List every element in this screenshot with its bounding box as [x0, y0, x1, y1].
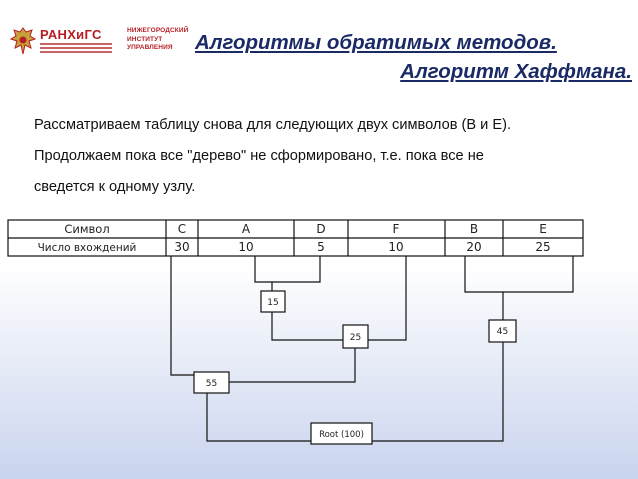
- slide-title-line-2: Алгоритм Хаффмана.: [400, 60, 632, 83]
- institute-line-3: УПРАВЛЕНИЯ: [127, 44, 173, 52]
- ranepa-logo: РАНХиГС: [10, 26, 116, 56]
- body-paragraph-1: Рассматриваем таблицу снова для следующи…: [34, 117, 512, 133]
- body-paragraph-2: Продолжаем пока все "дерево" не сформиро…: [34, 148, 484, 164]
- ranepa-logo-subtitle: [40, 43, 112, 55]
- table-header-count: Число вхождений: [38, 242, 137, 254]
- node-15-label: 15: [267, 298, 278, 308]
- table-header-symbol: Символ: [64, 222, 109, 236]
- symbol-d: D: [316, 222, 325, 236]
- count-c: 30: [174, 240, 189, 254]
- node-15-box: [260, 290, 286, 313]
- symbol-f: F: [393, 222, 400, 236]
- ranepa-logo-text: РАНХиГС: [40, 27, 102, 42]
- body-paragraph-3: сведется к одному узлу.: [34, 179, 196, 195]
- node-55-label: 55: [206, 379, 217, 389]
- institute-logo: НИЖЕГОРОДСКИЙ ИНСТИТУТ УПРАВЛЕНИЯ: [127, 27, 188, 53]
- symbol-e: E: [539, 222, 547, 236]
- slide-title-line-1: Алгоритмы обратимых методов.: [195, 31, 557, 54]
- node-45-label: 45: [497, 327, 508, 337]
- count-e: 25: [535, 240, 550, 254]
- count-b: 20: [466, 240, 481, 254]
- root-node-label: Root (100): [319, 430, 364, 440]
- institute-line-1: НИЖЕГОРОДСКИЙ: [127, 27, 189, 34]
- count-d: 5: [317, 240, 325, 254]
- node-25-label: 25: [350, 333, 361, 343]
- symbol-c: C: [178, 222, 186, 236]
- node-25-box: [342, 324, 369, 349]
- count-f: 10: [388, 240, 403, 254]
- root-node-box: [310, 422, 373, 445]
- symbol-a: A: [242, 222, 251, 236]
- node-45-box: [488, 319, 517, 343]
- count-a: 10: [238, 240, 253, 254]
- node-55-box: [193, 371, 230, 394]
- eagle-emblem-icon: [10, 27, 36, 55]
- symbol-b: B: [470, 222, 478, 236]
- institute-line-2: ИНСТИТУТ: [127, 35, 163, 43]
